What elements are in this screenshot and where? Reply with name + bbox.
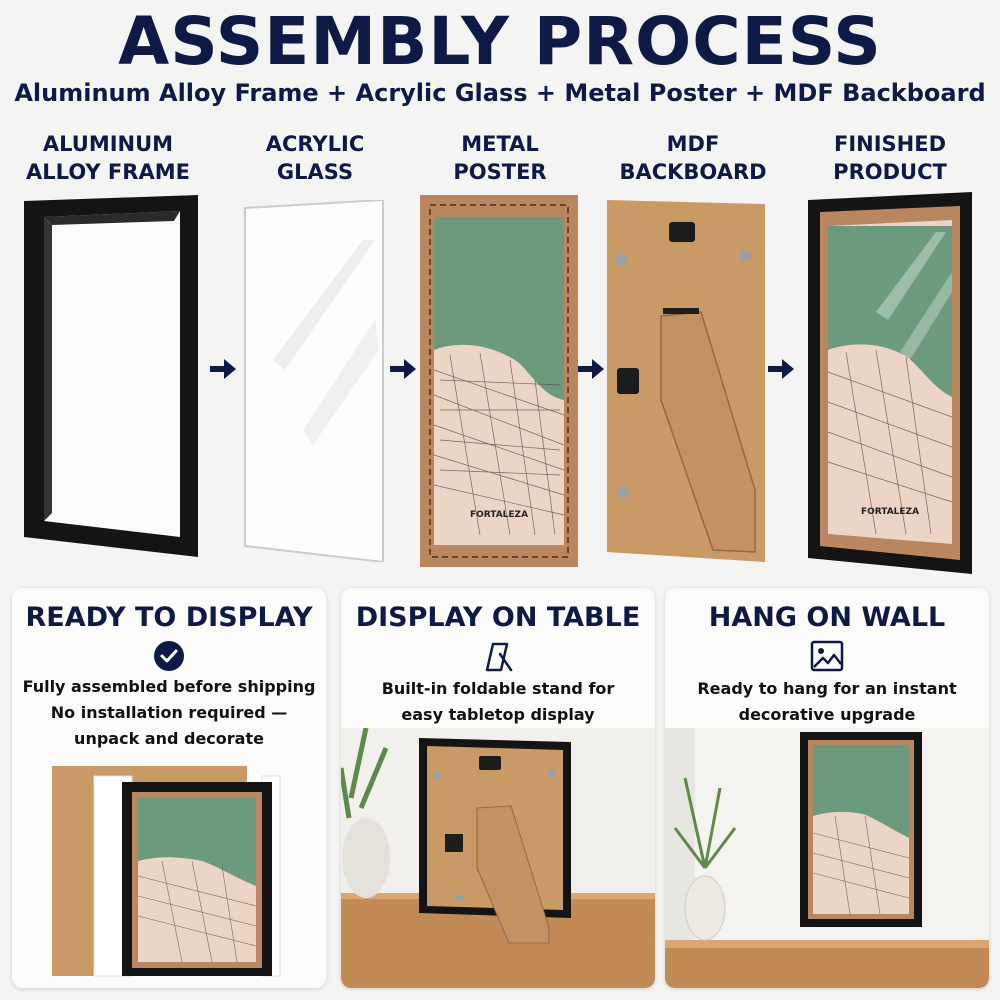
poster-caption: FORTALEZA	[470, 510, 528, 520]
card-hang-on-wall: HANG ON WALL Ready to hang for an instan…	[665, 588, 989, 988]
card-title: DISPLAY ON TABLE	[355, 602, 641, 633]
page-title: ASSEMBLY PROCESS	[118, 3, 882, 80]
wall-hang-image	[665, 728, 989, 988]
finished-product: FORTALEZA	[808, 192, 972, 574]
arrow-right-icon	[210, 359, 236, 379]
card-ready-to-display: READY TO DISPLAY Fully assembled before …	[12, 588, 326, 988]
arrow-right-icon	[390, 359, 416, 379]
acrylic-glass	[244, 200, 384, 562]
label-acrylic-glass: ACRYLIC GLASS	[265, 132, 365, 184]
card-title: READY TO DISPLAY	[25, 602, 313, 633]
card-description: Ready to hang for an instant decorative …	[697, 679, 957, 724]
aluminum-frame	[24, 195, 198, 557]
page-subtitle: Aluminum Alloy Frame + Acrylic Glass + M…	[14, 79, 986, 107]
check-circle-icon	[154, 641, 184, 671]
label-metal-poster: METAL POSTER	[453, 132, 547, 184]
label-finished-product: FINISHED PRODUCT	[833, 132, 947, 184]
label-aluminum-frame: ALUMINUM ALLOY FRAME	[26, 132, 190, 184]
card-title: HANG ON WALL	[708, 602, 946, 633]
easel-stand-icon	[485, 642, 513, 672]
card-description: Fully assembled before shipping No insta…	[22, 677, 316, 748]
arrow-right-icon	[578, 359, 604, 379]
mdf-backboard	[607, 200, 765, 562]
poster-caption: FORTALEZA	[861, 507, 919, 517]
card-display-on-table: DISPLAY ON TABLE Built-in foldable stand…	[341, 588, 655, 988]
table-display-image	[341, 728, 655, 988]
card-description: Built-in foldable stand for easy tableto…	[381, 679, 615, 724]
label-mdf-backboard: MDF BACKBOARD	[619, 132, 767, 184]
metal-poster: FORTALEZA	[420, 195, 578, 567]
arrow-right-icon	[768, 359, 794, 379]
picture-icon	[810, 640, 844, 672]
boxed-product-image	[52, 766, 281, 977]
